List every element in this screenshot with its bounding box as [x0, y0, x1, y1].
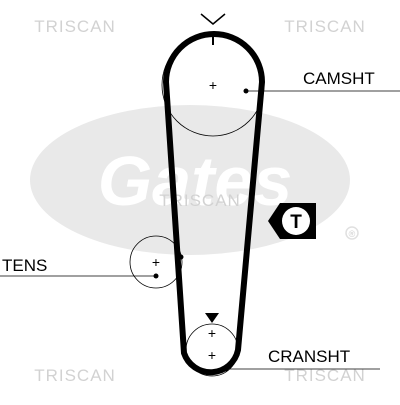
gates-logo-watermark: Gates ®: [30, 105, 359, 255]
watermark-top-right: TRISCAN: [284, 17, 366, 36]
registered-mark: ®: [349, 229, 356, 239]
tensioner-center-mark: +: [152, 254, 160, 270]
gates-logo-text: Gates: [98, 142, 293, 220]
camshaft-center-mark: +: [209, 77, 217, 93]
camshaft-timing-mark: [200, 13, 226, 45]
watermark-top-left: TRISCAN: [34, 17, 116, 36]
tensioner-label: TENS: [2, 256, 47, 275]
tensioner-callout-end-dot: [153, 273, 159, 279]
tensioner-marker-badge: T: [268, 203, 316, 239]
crankshaft-center-mark-upper: +: [208, 325, 216, 341]
crankshaft-pulley: [185, 323, 239, 377]
tensioner-marker-letter: T: [290, 212, 302, 233]
crankshaft-label: CRANSHT: [268, 347, 350, 366]
timing-belt: [163, 31, 265, 376]
watermark-center: TRISCAN: [159, 191, 241, 210]
crankshaft-center-mark-lower: +: [208, 347, 216, 363]
watermark-bottom-right: TRISCAN: [284, 366, 366, 385]
crankshaft-timing-triangle-icon: [205, 313, 219, 323]
watermark-bottom-left: TRISCAN: [34, 366, 116, 385]
tensioner-callout-dot: [178, 254, 184, 260]
camshaft-label: CAMSHT: [303, 69, 375, 88]
tensioner-pulley: [129, 235, 183, 289]
